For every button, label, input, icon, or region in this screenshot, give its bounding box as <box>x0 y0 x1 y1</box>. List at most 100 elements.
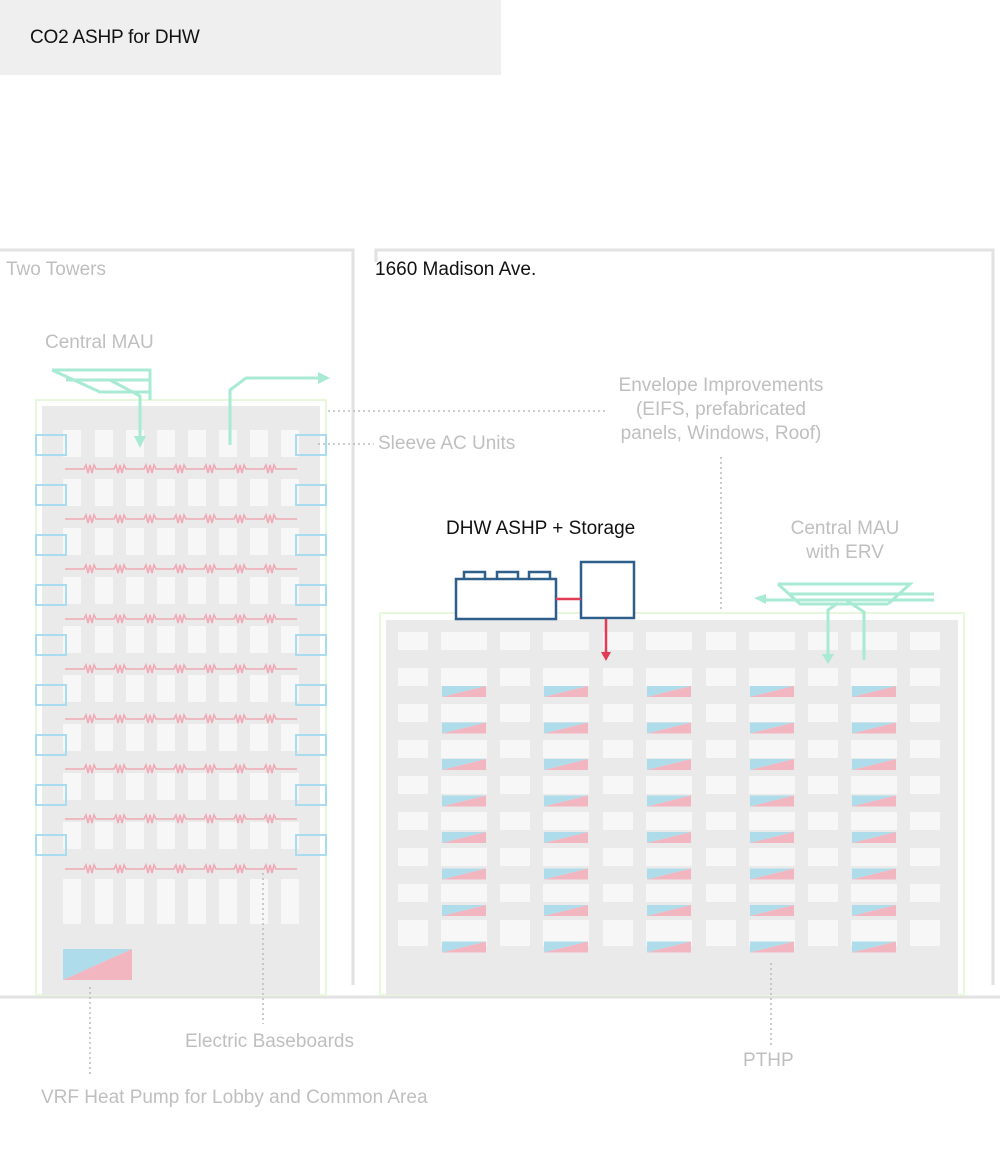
right-central-mau <box>754 582 934 664</box>
sleeve-ac-unit <box>295 684 327 706</box>
window <box>95 577 113 604</box>
window <box>281 626 299 653</box>
window <box>749 668 795 686</box>
right-mau-label-line-1: Central MAU <box>790 518 900 539</box>
window <box>910 668 940 686</box>
header-title: CO2 ASHP for DHW <box>30 27 200 48</box>
window <box>851 740 897 758</box>
right-mau-label: Central MAU with ERV <box>760 517 930 565</box>
sleeve-ac-label: Sleeve AC Units <box>378 433 516 454</box>
pthp-unit <box>647 722 691 734</box>
window <box>808 668 838 686</box>
window <box>281 822 299 849</box>
window <box>749 740 795 758</box>
window <box>749 704 795 722</box>
window <box>808 812 838 830</box>
envelope-label-line-1: Envelope Improvements <box>618 375 824 396</box>
window <box>95 879 113 924</box>
window <box>808 740 838 758</box>
left-central-mau <box>51 368 330 448</box>
window <box>188 479 206 506</box>
pthp-unit <box>442 868 486 880</box>
window <box>603 740 633 758</box>
baseboard <box>65 512 297 524</box>
pthp-unit <box>442 686 486 697</box>
window <box>646 884 692 902</box>
window <box>63 479 81 506</box>
pthp-unit <box>647 795 691 807</box>
pthp-unit <box>647 686 691 697</box>
window <box>603 776 633 794</box>
window <box>543 668 589 686</box>
leader-lines <box>89 410 772 1076</box>
window <box>63 528 81 555</box>
window <box>250 822 268 849</box>
pthp-unit <box>544 868 588 880</box>
sleeve-ac-unit <box>295 834 327 856</box>
window <box>500 776 530 794</box>
window <box>441 668 487 686</box>
window <box>188 724 206 751</box>
window <box>188 879 206 924</box>
baseboard-label: Electric Baseboards <box>185 1031 354 1052</box>
sleeve-ac-unit <box>295 484 327 506</box>
pthp-unit <box>544 795 588 807</box>
window <box>749 776 795 794</box>
window <box>126 479 144 506</box>
pthp-unit <box>647 905 691 916</box>
window <box>706 884 736 902</box>
pthp-unit <box>750 941 794 953</box>
window <box>646 632 692 650</box>
pthp-unit <box>544 905 588 916</box>
window <box>157 773 175 800</box>
window <box>157 479 175 506</box>
window <box>910 920 940 946</box>
envelope-label-line-3: panels, Windows, Roof) <box>620 423 822 444</box>
window <box>126 822 144 849</box>
window <box>441 740 487 758</box>
window <box>126 528 144 555</box>
sleeve-ac-units <box>35 434 327 856</box>
window <box>157 724 175 751</box>
pthp-unit <box>750 722 794 734</box>
window <box>543 812 589 830</box>
window <box>157 430 175 457</box>
pthp-unit <box>852 795 896 807</box>
window <box>808 884 838 902</box>
window <box>910 776 940 794</box>
window <box>808 776 838 794</box>
window <box>250 479 268 506</box>
window <box>281 577 299 604</box>
window <box>250 773 268 800</box>
window <box>219 773 237 800</box>
pthp-unit <box>647 868 691 880</box>
window <box>500 740 530 758</box>
left-mau-label: Central MAU <box>45 332 154 353</box>
window <box>910 884 940 902</box>
window <box>398 884 428 902</box>
window <box>851 632 897 650</box>
vrf-heat-pump-unit <box>63 949 132 980</box>
window <box>63 724 81 751</box>
pthp-label: PTHP <box>743 1050 794 1071</box>
madison-title: 1660 Madison Ave. <box>375 259 537 280</box>
pthp-unit <box>852 722 896 734</box>
window <box>157 879 175 924</box>
window <box>500 704 530 722</box>
window <box>188 773 206 800</box>
window <box>281 675 299 702</box>
window <box>398 848 428 866</box>
window <box>646 704 692 722</box>
sleeve-ac-unit <box>295 634 327 656</box>
window <box>398 704 428 722</box>
pthp-unit <box>750 686 794 697</box>
window <box>500 812 530 830</box>
electric-baseboards <box>65 462 297 874</box>
window <box>749 632 795 650</box>
window <box>188 430 206 457</box>
pthp-unit <box>544 722 588 734</box>
window <box>188 822 206 849</box>
window <box>126 879 144 924</box>
frame-lines <box>0 248 1000 999</box>
